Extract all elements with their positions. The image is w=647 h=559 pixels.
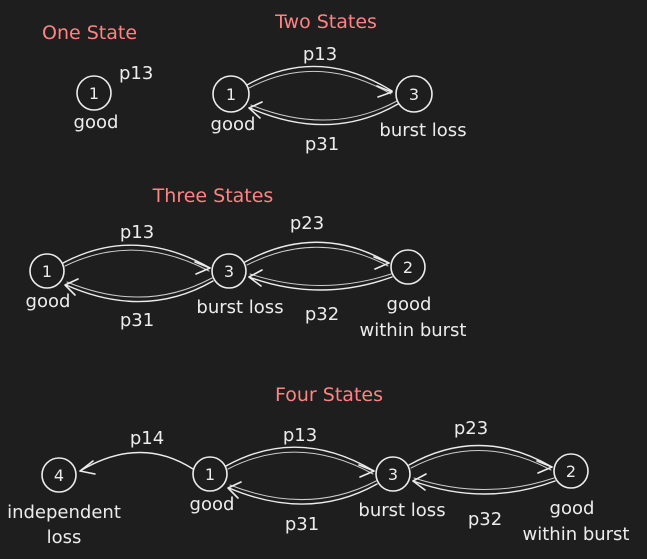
edge-label-p13: p13 <box>283 425 317 446</box>
state-node-3-label: 3 <box>409 85 419 104</box>
edge-2-to-3 <box>248 269 393 291</box>
state-burst-loss-label: burst loss <box>196 297 283 318</box>
edge-3-to-1 <box>227 480 378 505</box>
state-node-1-label: 1 <box>226 85 236 104</box>
state-node-2-label: 2 <box>566 462 576 481</box>
one-state-section: One State 1 p13 good <box>42 22 153 133</box>
edge-label-p23: p23 <box>454 418 488 439</box>
state-burst-loss-label: burst loss <box>379 120 466 141</box>
state-node-2 <box>553 453 589 489</box>
edge-label-p13: p13 <box>303 44 337 65</box>
state-node-3 <box>375 456 411 492</box>
edge-3-to-2 <box>244 241 390 270</box>
four-states-title: Four States <box>275 384 383 406</box>
edge-2-to-3 <box>412 473 556 495</box>
state-good-within-burst-label-line1: good <box>550 498 595 519</box>
edge-label-p31: p31 <box>285 514 319 535</box>
edge-label-p13: p13 <box>120 222 154 243</box>
state-node-4-label: 4 <box>54 466 64 485</box>
edge-label-p31: p31 <box>305 134 339 155</box>
state-node-3-label: 3 <box>388 465 398 484</box>
state-node-2-label: 2 <box>403 258 413 277</box>
state-node-1-label: 1 <box>42 262 52 281</box>
edge-3-to-1 <box>64 277 214 303</box>
edge-label-p14: p14 <box>130 428 164 449</box>
state-node-3 <box>211 253 247 289</box>
state-independent-loss-label-line2: loss <box>47 527 82 548</box>
two-states-title: Two States <box>274 11 377 33</box>
state-node-1 <box>29 253 65 289</box>
state-node-1-label: 1 <box>205 465 215 484</box>
state-good-within-burst-label-line2: within burst <box>360 320 467 341</box>
state-independent-loss-label-line1: independent <box>7 502 121 523</box>
edge-1-to-4 <box>79 451 194 475</box>
one-state-title: One State <box>42 22 137 44</box>
edge-1-to-3 <box>225 446 375 478</box>
edge-label-p31: p31 <box>120 310 154 331</box>
edge-3-to-1 <box>248 100 399 126</box>
edge-label-p32: p32 <box>468 509 502 530</box>
two-states-section: Two States 1 3 p13 p31 good burst loss <box>211 11 467 155</box>
three-states-title: Three States <box>152 185 274 207</box>
edge-3-to-2 <box>408 444 553 474</box>
state-node-4 <box>41 457 77 493</box>
three-states-section: Three States 1 3 2 p13 p31 p23 <box>26 185 467 341</box>
state-good-label: good <box>190 494 235 515</box>
four-states-section: Four States 4 1 3 2 p14 p13 p31 <box>7 384 629 548</box>
state-node-2 <box>390 249 426 285</box>
state-node-1 <box>212 75 250 113</box>
edge-1-to-3 <box>246 65 393 98</box>
state-good-within-burst-label-line2: within burst <box>523 524 630 545</box>
state-burst-loss-label: burst loss <box>358 500 445 521</box>
state-node-3 <box>395 75 433 113</box>
state-node-1-label: 1 <box>89 84 99 103</box>
state-node-3-label: 3 <box>224 262 234 281</box>
edge-label-p23: p23 <box>290 213 324 234</box>
edge-1-to-3 <box>62 244 211 275</box>
state-good-within-burst-label-line1: good <box>387 294 432 315</box>
state-node-1 <box>76 75 112 111</box>
edge-label-p32: p32 <box>305 304 339 325</box>
state-good-label: good <box>74 112 119 133</box>
state-good-label: good <box>26 291 71 312</box>
state-node-1 <box>192 456 228 492</box>
state-good-label: good <box>211 114 256 135</box>
self-transition-label: p13 <box>119 63 153 84</box>
